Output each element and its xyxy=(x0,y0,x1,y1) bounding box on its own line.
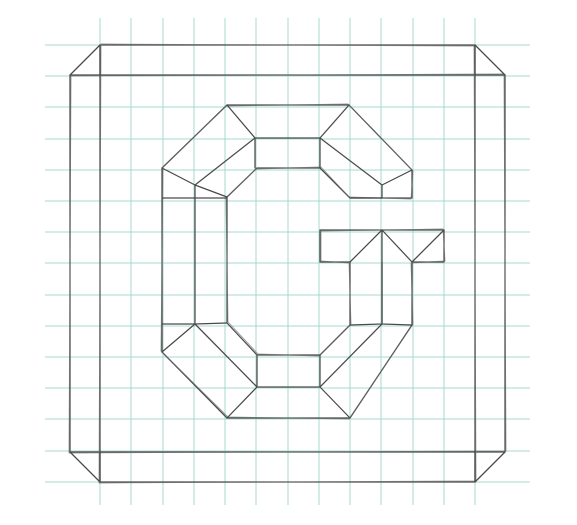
g-outer-retrace xyxy=(160,103,446,420)
bevel-bottom-right xyxy=(474,451,506,483)
g-divider-bottom xyxy=(226,354,351,419)
grid-lines xyxy=(45,18,530,505)
g-outer-outline xyxy=(161,104,445,419)
letter-g xyxy=(160,103,446,420)
bevel-top-right xyxy=(474,44,506,76)
outer-block xyxy=(68,43,507,484)
outer-square-retrace xyxy=(68,73,507,454)
bevel-top-left xyxy=(69,44,101,76)
g-divider-top xyxy=(226,104,350,169)
bevel-bottom-left xyxy=(69,451,101,483)
g-divider-left xyxy=(161,167,228,353)
g-divider-right xyxy=(349,169,445,326)
